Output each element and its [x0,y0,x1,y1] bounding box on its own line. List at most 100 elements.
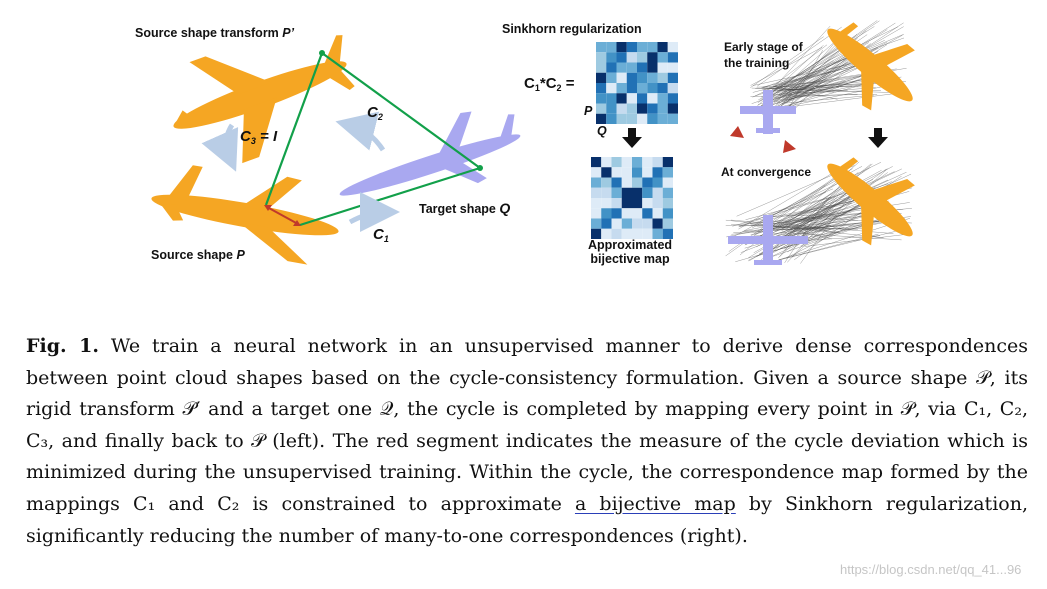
matrix-cell [616,42,627,53]
matrix-cell [652,198,663,209]
matrix-cell [616,103,627,114]
matrix-cell [621,228,632,239]
matrix-cell [647,93,658,104]
matrix-cell [601,167,612,178]
correspondence-line [769,181,840,228]
matrix-cell [632,157,643,168]
matrix-cell [626,42,637,53]
matrix-cell [652,208,663,219]
matrix-cell [637,62,648,73]
matrix-cell [657,113,668,124]
correspondence-line [760,20,880,100]
matrix-cell [626,103,637,114]
matrix-cell [642,187,653,198]
matrix-cell [657,52,668,63]
target-symbol: Q [499,200,511,216]
matrix-cell [657,93,668,104]
matrix-cell [606,52,617,63]
correspondence-line [788,29,888,93]
figure: Source shape transform P’ Source shape P… [135,20,915,266]
matrix-cell [652,177,663,188]
matrix-cell [611,218,622,229]
matrix-cell [667,93,678,104]
matrix-cell [667,52,678,63]
matrix-cell [637,93,648,104]
source-airplane [151,165,339,265]
correspondence-line [750,47,823,86]
matrix-cell [591,208,602,219]
matrix-cell [621,198,632,209]
matrix-cell [601,177,612,188]
matrix-cell [601,228,612,239]
caption-label: Fig. 1. [26,335,99,357]
matrix-cell [642,218,653,229]
matrix-cell [637,83,648,94]
correspondence-line [755,88,848,91]
caption-text-1: We train a neural network in an unsuperv… [26,335,1028,515]
matrix-cell [642,157,653,168]
c3-label: C3 = I [240,128,278,146]
watermark: https://blog.csdn.net/qq_41...96 [840,562,1022,577]
early-orange-airplane [827,22,915,111]
matrix-cell [621,167,632,178]
correspondence-line [735,214,902,263]
matrix-cell [642,208,653,219]
correspondence-line [756,26,842,87]
matrix-cell [637,52,648,63]
matrix-cell [596,93,607,104]
matrix-cell [662,177,673,188]
matrix-cell [667,42,678,53]
matrix-cell [642,167,653,178]
matrix-cell [662,157,673,168]
correspondence-line [745,196,832,220]
caption-text-2: by Sinkhorn regularization, significantl… [26,492,1028,547]
matrix-cell [652,167,663,178]
matrix-cell [637,103,648,114]
matrix-bijective [591,157,673,239]
matrix-cell [647,113,658,124]
matrix-cell [606,72,617,83]
matrix-cell [611,157,622,168]
down-arrow-middle [622,128,642,148]
correspondence-line [793,232,902,241]
matrix-cell [616,62,627,73]
matrix-cell [621,177,632,188]
correspondence-line [774,64,863,86]
sinkhorn-title: Sinkhorn regularization [502,22,642,36]
matrix-cell [591,198,602,209]
correspondence-line [779,220,893,238]
matrix-cell [647,83,658,94]
c1-label: C1 [373,226,389,244]
matrix-cell [596,83,607,94]
matrix-cell [626,62,637,73]
matrix-cell [662,208,673,219]
matrix-cell [657,103,668,114]
matrix-cell [591,177,602,188]
matrix-cell [632,218,643,229]
matrix-cell [596,52,607,63]
matrix-cell [667,62,678,73]
source-transform-airplane [173,35,355,164]
correspondence-line [787,208,836,263]
matrix-cell [621,157,632,168]
converged-lavender-airplane [728,215,808,265]
matrix-cell [601,187,612,198]
matrix-cell [662,167,673,178]
matrix-cell [662,228,673,239]
matrix-cell [606,83,617,94]
matrix-cell [637,42,648,53]
correspondence-line [725,185,826,257]
matrix-cell [647,52,658,63]
c2-arrow [335,111,386,152]
matrix-cell [637,72,648,83]
convergence-label: At convergence [721,165,812,179]
matrix-cell [621,187,632,198]
early-lavender-airplane [740,90,796,134]
cycle-deviation-segment [264,205,301,226]
axis-p-label: P [584,104,593,118]
caption-link[interactable]: a bijective map [574,492,736,515]
matrix-cell [632,228,643,239]
matrix-cell [596,62,607,73]
